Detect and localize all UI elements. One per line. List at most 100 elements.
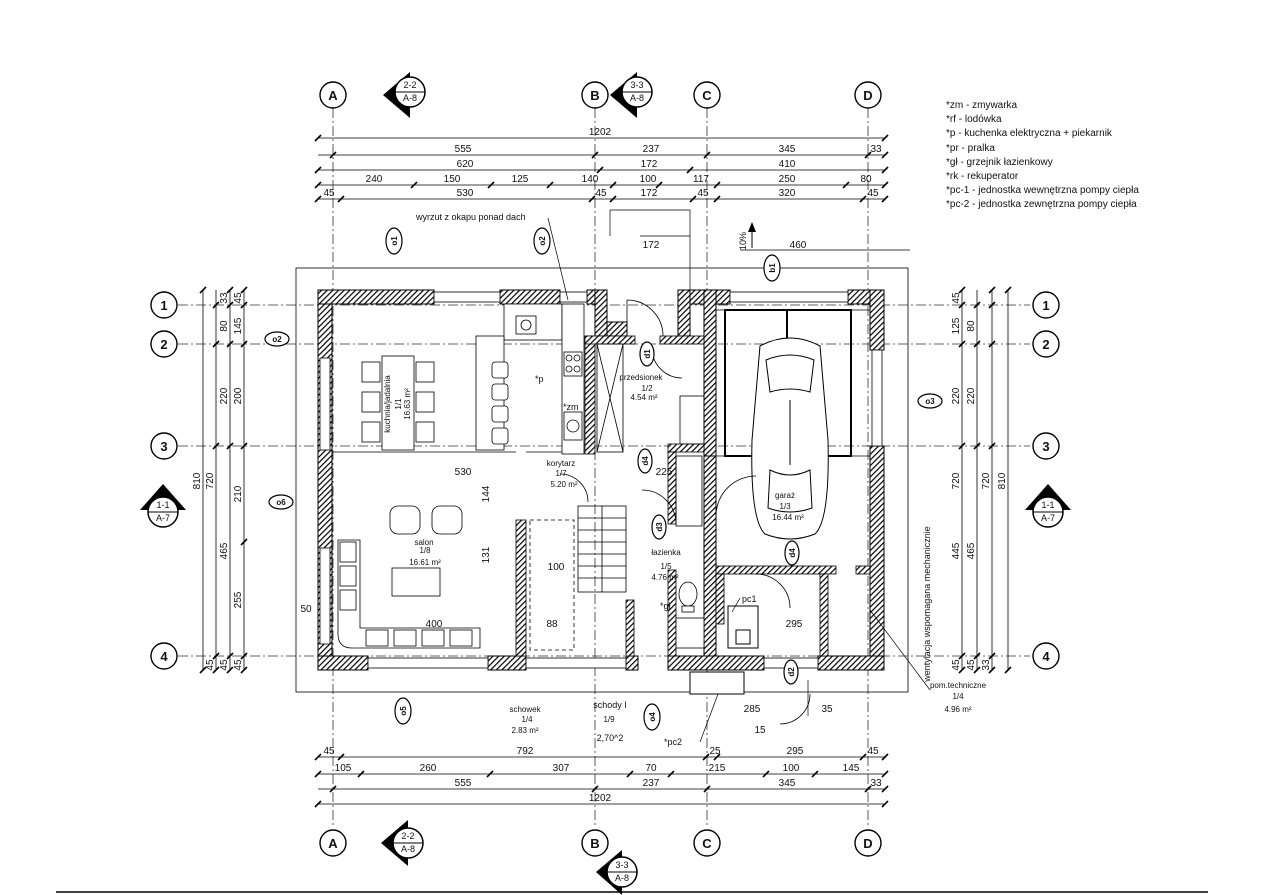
car-icon (751, 337, 829, 540)
room-stairs-name: schody I (593, 700, 627, 710)
svg-text:1-1: 1-1 (156, 500, 169, 510)
room-garage-area: 16.44 m² (772, 513, 804, 522)
tag-o3: o3 (925, 397, 935, 406)
svg-text:A-7: A-7 (156, 513, 170, 523)
dim-right-mid-2: 220 (966, 387, 977, 404)
legend-item: *rf - lodówka (946, 114, 1002, 126)
dim-left-mid-3: 220 (219, 387, 230, 404)
tag-o2-top: o2 (538, 236, 547, 246)
coffee-table (391, 567, 441, 597)
sofa (337, 539, 481, 649)
dim-top-r1-1: 555 (455, 144, 472, 155)
tag-d1: d1 (643, 349, 652, 359)
dimension-lines-bottom (314, 753, 889, 808)
inner-dim-285: 285 (744, 704, 761, 715)
dim-left-inner-1: 45 (233, 292, 244, 304)
outdoor-unit (689, 671, 745, 695)
room-tech-num: 1/4 (952, 692, 964, 701)
room-stairs-num: 1/9 (603, 715, 615, 724)
wardrobe (596, 343, 705, 527)
dim-left-inner-2: 145 (233, 317, 244, 334)
inner-dim-15: 15 (754, 725, 766, 736)
dim-top-r4-6: 320 (779, 188, 796, 199)
dim-top-r2-2: 172 (641, 159, 658, 170)
dim-top-r1-2: 237 (643, 144, 660, 155)
svg-text:2-2: 2-2 (401, 831, 414, 841)
axis-label-1-left: 1 (160, 298, 167, 313)
inner-dim-131: 131 (481, 546, 492, 563)
axis-label-1-right: 1 (1042, 298, 1049, 313)
axis-bubbles (150, 81, 1060, 857)
dim-bottom-r2-3: 307 (553, 763, 570, 774)
axis-label-4-right: 4 (1042, 649, 1050, 664)
axis-label-a-top: A (328, 88, 338, 103)
inner-dim-144: 144 (481, 485, 492, 502)
kitchen-island (475, 335, 509, 451)
svg-text:3-3: 3-3 (615, 860, 628, 870)
axis-label-d-top: D (863, 88, 872, 103)
dim-left-total: 810 (192, 472, 203, 489)
tag-d4-hall: d4 (641, 456, 650, 466)
svg-text:A-7: A-7 (1041, 513, 1055, 523)
svg-text:2-2: 2-2 (403, 80, 416, 90)
dim-top-r3-4: 140 (582, 174, 599, 185)
tag-o5: o5 (399, 706, 408, 716)
dim-left-mid-1: 33 (219, 292, 230, 304)
axis-label-3-right: 3 (1042, 439, 1049, 454)
legend: *zm - zmywarka *rf - lodówka *p - kuchen… (946, 99, 1139, 213)
axis-label-d-bottom: D (863, 836, 872, 851)
dim-right-inner-4: 720 (951, 472, 962, 489)
axis-label-c-top: C (702, 88, 712, 103)
legend-item: *zm - zmywarka (946, 100, 1018, 111)
dim-bottom-total: 1202 (589, 793, 612, 804)
svg-text:A-8: A-8 (630, 93, 644, 103)
section-marker-3-3-bottom: 3-3 A-8 (596, 850, 638, 895)
axis-label-4-left: 4 (160, 649, 168, 664)
dim-left-mid-5: 45 (219, 659, 230, 671)
dim-top-r4-3: 45 (595, 188, 607, 199)
dim-bottom-r1-4: 295 (787, 746, 804, 757)
dim-right-mid-3: 465 (966, 542, 977, 559)
kitchen-counter (503, 303, 585, 455)
dim-right-inner-5: 445 (951, 542, 962, 559)
stairs (529, 505, 627, 651)
dim-top-r3-6: 117 (693, 174, 709, 185)
note-p: *p (535, 374, 544, 384)
heat-pump-unit (727, 605, 759, 649)
note-gl: *gł (660, 601, 671, 611)
room-garage-name: garaż (775, 491, 795, 500)
dim-right-total: 810 (997, 472, 1008, 489)
dim-bottom-r2-7: 145 (843, 763, 860, 774)
inner-dim-530: 530 (455, 467, 472, 478)
axis-label-3-left: 3 (160, 439, 167, 454)
room-kitchen-num: 1/1 (394, 398, 403, 410)
door-swings (559, 299, 811, 725)
dim-bottom-r3-1: 555 (455, 778, 472, 789)
room-kitchen-area: 16.63 m² (403, 388, 412, 420)
axis-label-c-bottom: C (702, 836, 712, 851)
room-living-name: salon (414, 538, 433, 547)
legend-item: *pc-1 - jednostka wewnętrzna pompy ciepł… (946, 185, 1139, 197)
room-storage-area: 2.83 m² (511, 726, 538, 735)
note-hood-exhaust: wyrzut z okapu ponad dach (415, 212, 526, 222)
armchairs (389, 505, 463, 535)
room-tech-area: 4.96 m² (944, 705, 971, 714)
dim-right-inner-3: 220 (951, 387, 962, 404)
inner-dim-100: 100 (548, 562, 565, 573)
dimension-lines-top (314, 134, 889, 203)
inner-dim-88: 88 (546, 619, 558, 630)
dim-top-r3-1: 240 (366, 174, 383, 185)
dimension-lines-right (958, 286, 1012, 674)
legend-item: *p - kuchenka elektryczna + piekarnik (946, 128, 1112, 140)
room-bathroom-area: 4.76 m² (651, 573, 678, 582)
tag-o4: o4 (648, 712, 657, 722)
room-bathroom-num: 1/5 (660, 562, 672, 571)
legend-item: *pr - pralka (946, 142, 995, 154)
dim-top-r2-3: 410 (779, 159, 796, 170)
section-marker-1-1-left: 1-1 A-7 (140, 484, 186, 528)
dim-bottom-r3-4: 33 (870, 778, 882, 789)
legend-item: *gł - grzejnik łazienkowy (946, 156, 1053, 168)
dim-top-r4-4: 172 (641, 188, 658, 199)
dim-top-r4-5: 45 (697, 188, 709, 199)
slope-arrow-icon (748, 222, 756, 248)
